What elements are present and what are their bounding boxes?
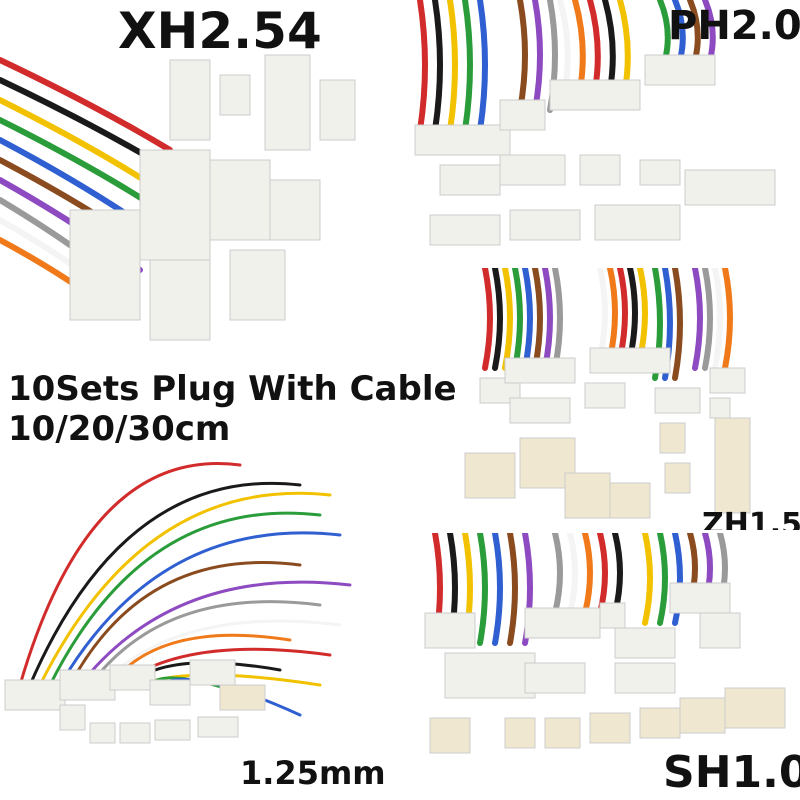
wire bbox=[587, 0, 601, 93]
wire bbox=[517, 0, 528, 113]
sh10-label: SH1.0 bbox=[663, 747, 800, 798]
wire bbox=[477, 0, 488, 133]
wire bbox=[672, 268, 683, 381]
wire bbox=[552, 533, 563, 616]
wire bbox=[477, 533, 488, 646]
xh254-photo bbox=[0, 54, 356, 341]
wire bbox=[512, 268, 523, 371]
wire bbox=[492, 268, 503, 371]
wire bbox=[657, 533, 668, 626]
wire bbox=[68, 561, 302, 687]
zh15-wires bbox=[482, 268, 733, 381]
wire bbox=[712, 268, 723, 371]
wire bbox=[582, 533, 593, 616]
wire bbox=[607, 268, 618, 361]
wire bbox=[642, 533, 653, 626]
zh15-label: ZH1.5 bbox=[702, 507, 800, 531]
sh10-panel: SH1.0 bbox=[415, 533, 800, 800]
wire bbox=[58, 531, 342, 687]
wire bbox=[572, 0, 586, 93]
wire bbox=[48, 511, 322, 687]
wire bbox=[567, 533, 578, 616]
wire bbox=[597, 268, 608, 361]
pitch125-connectors bbox=[4, 659, 266, 744]
caption-line2: 10/20/30cm bbox=[8, 409, 231, 449]
wire bbox=[492, 533, 503, 646]
wire bbox=[18, 462, 242, 687]
wire bbox=[0, 57, 173, 153]
caption-line1: 10Sets Plug With Cable bbox=[8, 369, 457, 409]
wire bbox=[432, 0, 443, 133]
ph20-panel: PH2.0 bbox=[400, 0, 800, 265]
wire bbox=[617, 268, 628, 361]
wire bbox=[557, 0, 571, 93]
wire bbox=[522, 268, 533, 371]
xh254-panel: XH2.54 bbox=[0, 0, 395, 360]
wire bbox=[627, 268, 638, 361]
sh10-connectors bbox=[424, 582, 786, 754]
wire bbox=[447, 0, 458, 133]
wire bbox=[597, 533, 608, 616]
wire bbox=[722, 268, 733, 371]
wire bbox=[637, 268, 648, 361]
wire bbox=[657, 0, 671, 63]
wire bbox=[542, 268, 553, 371]
wire bbox=[417, 0, 428, 133]
ph20-connectors bbox=[414, 54, 776, 246]
wire bbox=[28, 481, 302, 687]
zh15-photo bbox=[464, 268, 751, 519]
wire bbox=[672, 533, 683, 626]
wire bbox=[692, 268, 703, 371]
wire bbox=[482, 268, 493, 371]
wire bbox=[88, 600, 322, 687]
wire bbox=[552, 268, 563, 371]
wire bbox=[507, 533, 518, 646]
wire bbox=[0, 97, 163, 193]
ph20-photo bbox=[414, 0, 776, 246]
zh15-connectors bbox=[464, 347, 751, 519]
wire bbox=[532, 0, 543, 113]
sh10-photo bbox=[424, 533, 786, 754]
wire bbox=[38, 491, 332, 687]
wire bbox=[612, 533, 623, 616]
pitch125-panel: 1.25mm bbox=[0, 455, 410, 800]
ph20-label: PH2.0 bbox=[668, 3, 800, 49]
wire bbox=[702, 268, 713, 371]
wire bbox=[602, 0, 616, 93]
pitch125-photo bbox=[4, 462, 352, 744]
wire bbox=[78, 580, 352, 687]
pitch125-label: 1.25mm bbox=[240, 754, 386, 792]
xh254-connectors bbox=[69, 54, 356, 341]
wire bbox=[617, 0, 631, 93]
wire bbox=[532, 268, 543, 371]
wire bbox=[502, 268, 513, 371]
zh15-panel: ZH1.5 bbox=[460, 268, 800, 530]
xh254-label: XH2.54 bbox=[118, 2, 322, 60]
wire bbox=[462, 0, 473, 133]
